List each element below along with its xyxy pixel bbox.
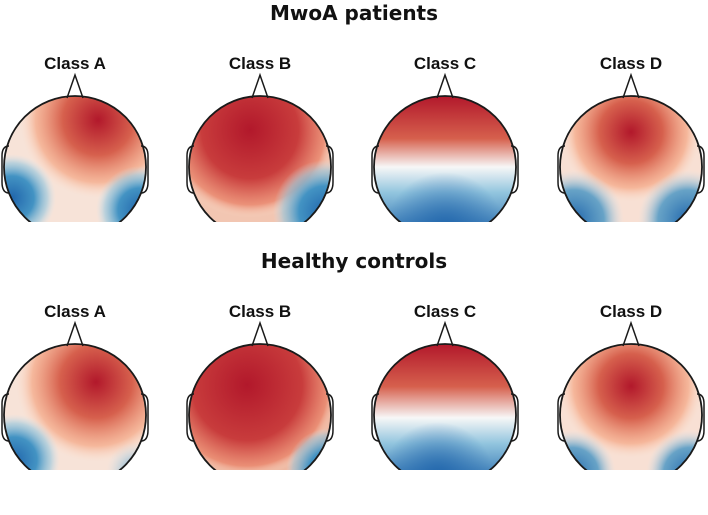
map-label: Class B xyxy=(229,54,291,73)
right-ear xyxy=(510,145,519,194)
right-ear xyxy=(696,145,705,194)
topomap-patients-class-d: Class D xyxy=(556,42,706,222)
nose-marker xyxy=(251,320,269,347)
left-ear xyxy=(371,145,380,194)
map-label: Class A xyxy=(44,54,106,73)
group-title-patients: MwoA patients xyxy=(269,1,439,25)
nose-marker xyxy=(436,72,454,99)
positive-region xyxy=(189,344,331,470)
maps-row-patients: Class A xyxy=(0,42,708,267)
topomap-controls-class-b: Class B xyxy=(185,290,335,470)
nose-marker xyxy=(66,72,84,99)
nose-marker xyxy=(622,72,640,99)
positive-region xyxy=(16,344,146,462)
topomap-patients-class-a: Class A xyxy=(0,42,150,222)
right-ear xyxy=(325,393,334,442)
nose-marker xyxy=(66,320,84,347)
head-outline xyxy=(559,95,703,222)
topomap-controls-class-a: Class A xyxy=(0,290,150,470)
topomap-controls-class-c: Class C xyxy=(370,290,520,470)
left-ear xyxy=(186,393,195,442)
left-ear xyxy=(186,145,195,194)
left-ear xyxy=(557,145,566,194)
map-label: Class D xyxy=(600,302,662,321)
topomap-patients-class-b: Class B xyxy=(185,42,335,222)
negative-region xyxy=(646,430,702,470)
negative-region xyxy=(106,442,146,470)
right-ear xyxy=(696,393,705,442)
head-outline xyxy=(559,343,703,470)
head-outline xyxy=(373,343,517,470)
negative-region xyxy=(382,422,494,470)
left-ear xyxy=(557,393,566,442)
left-ear xyxy=(1,145,10,194)
right-ear xyxy=(140,393,149,442)
head-outline xyxy=(373,95,517,222)
head-outline xyxy=(188,343,332,470)
negative-region xyxy=(385,172,505,222)
map-label: Class C xyxy=(414,54,476,73)
map-label: Class D xyxy=(600,54,662,73)
map-label: Class C xyxy=(414,302,476,321)
left-ear xyxy=(371,393,380,442)
negative-region xyxy=(4,154,56,222)
positive-region xyxy=(20,96,146,198)
right-ear xyxy=(140,145,149,194)
topomap-patients-class-c: Class C xyxy=(370,42,520,222)
right-ear xyxy=(325,145,334,194)
head-outline xyxy=(3,95,147,222)
nose-marker xyxy=(251,72,269,99)
nose-marker xyxy=(436,320,454,347)
topomap-controls-class-d: Class D xyxy=(556,290,706,470)
head-outline xyxy=(188,95,332,222)
nose-marker xyxy=(622,320,640,347)
group-title-controls: Healthy controls xyxy=(260,249,448,273)
map-label: Class A xyxy=(44,302,106,321)
negative-region xyxy=(560,430,616,470)
right-ear xyxy=(510,393,519,442)
left-ear xyxy=(1,393,10,442)
negative-region xyxy=(286,428,331,470)
maps-row-controls: Class A xyxy=(0,290,708,515)
head-outline xyxy=(3,343,147,470)
map-label: Class B xyxy=(229,302,291,321)
